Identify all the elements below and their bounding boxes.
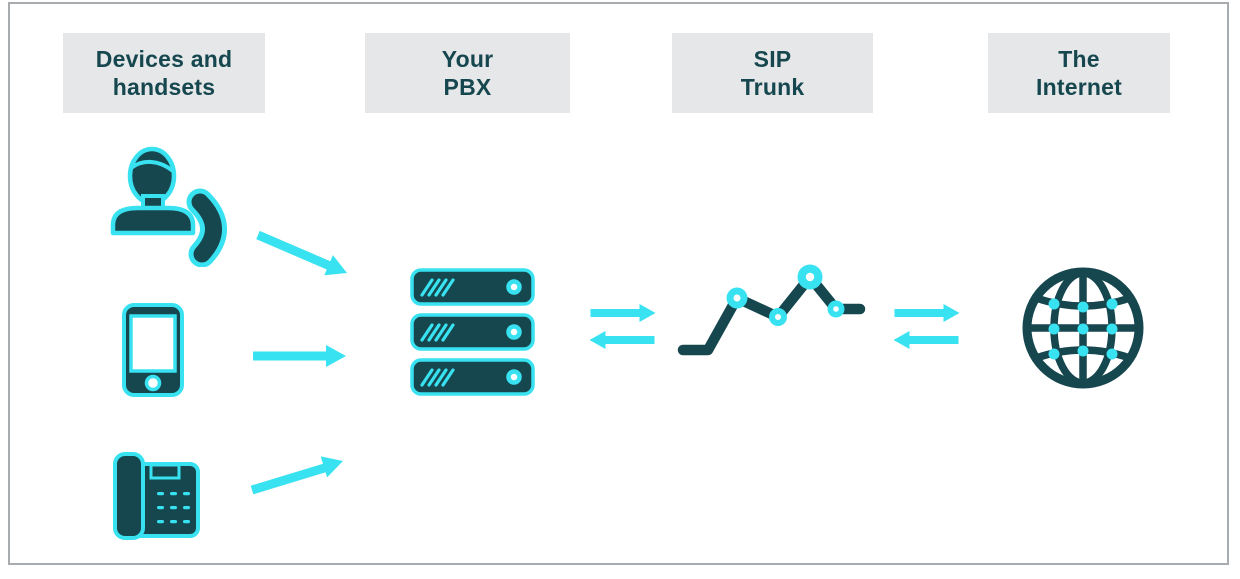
stage-label-pbx: Your PBX (441, 46, 494, 100)
internet-globe-icon (1022, 267, 1144, 389)
bidirectional-arrows-pbx-sip-icon (589, 304, 656, 349)
arrow-up-right-icon (250, 456, 343, 495)
stage-label-sip-trunk: SIP Trunk (740, 46, 805, 100)
stage-label-devices: Devices and handsets (95, 46, 233, 100)
stage-header-pbx: Your PBX (365, 33, 570, 113)
keypad-dots (157, 492, 190, 524)
bidirectional-arrows-sip-internet-icon (893, 304, 960, 349)
route-nodes (726, 264, 845, 326)
pbx-server-stack-icon (410, 268, 535, 396)
arrow-right-icon (253, 345, 346, 367)
stage-label-internet: The Internet (1036, 46, 1122, 100)
stage-header-devices: Devices and handsets (63, 33, 265, 113)
stage-header-sip-trunk: SIP Trunk (672, 33, 873, 113)
sip-trunk-route-icon (677, 264, 866, 356)
stage-header-internet: The Internet (988, 33, 1170, 113)
server-status-lights (506, 279, 522, 385)
server-slash-marks (420, 278, 455, 387)
desk-phone-icon (113, 452, 200, 540)
arrow-down-right-icon (256, 230, 347, 276)
person-with-handset-icon (110, 146, 227, 267)
smartphone-icon (122, 303, 184, 397)
globe-network-dots (1048, 298, 1118, 360)
